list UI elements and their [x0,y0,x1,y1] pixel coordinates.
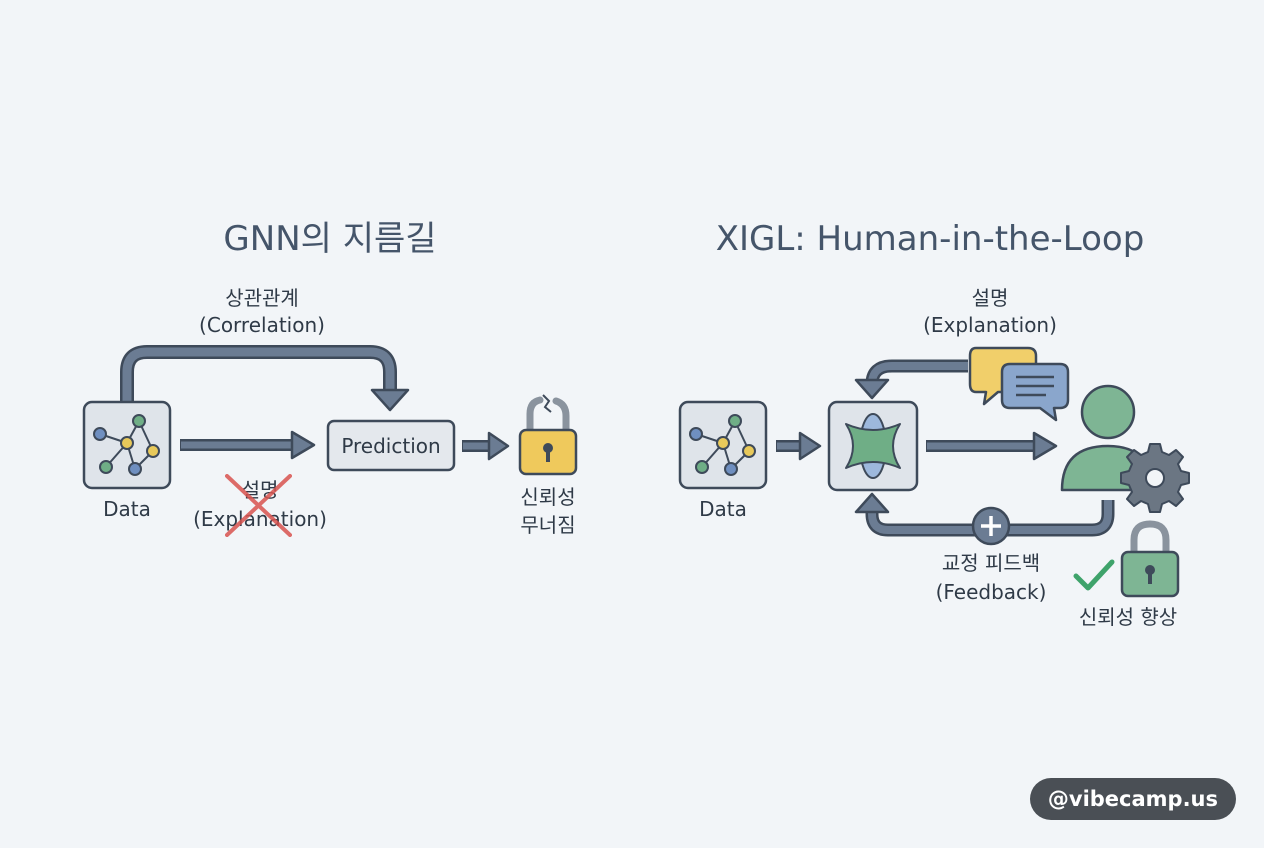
graph-network-icon [93,414,160,476]
trust-improved-label: 신뢰성 향상 [1079,605,1177,629]
right-title: XIGL: Human-in-the-Loop [716,219,1145,259]
trust-collapse-line1: 신뢰성 [520,485,575,509]
prediction-label: Prediction [341,434,440,458]
gear-icon [1120,443,1190,513]
right-explanation-ko: 설명 [972,286,1009,310]
chat-bubbles-icon [968,346,1070,422]
feedback-ko: 교정 피드백 [942,551,1040,575]
right-input-arrow [776,431,822,461]
prediction-box [326,419,456,472]
broken-lock-icon [518,394,578,476]
left-data-box [82,400,172,490]
feedback-en: (Feedback) [936,580,1047,604]
explanation-arrow [854,359,968,400]
left-title: GNN의 지름길 [223,219,436,259]
left-explanation-en: (Explanation) [193,507,327,531]
right-data-box [678,400,768,490]
right-data-label: Data [699,497,747,521]
left-correlation-en: (Correlation) [199,313,325,337]
xigl-model-box [827,400,919,492]
left-main-arrow [180,430,316,460]
left-data-label: Data [103,497,151,521]
left-correlation-ko: 상관관계 [225,286,299,310]
check-icon [1073,559,1115,591]
secure-lock-icon [1120,520,1180,598]
graph-network-icon [689,414,756,476]
watermark-badge: @vibecamp.us [1029,778,1236,820]
right-output-arrow [926,431,1058,461]
plus-icon [971,506,1011,546]
correlation-arrow [120,345,410,412]
cross-icon [225,474,292,537]
left-lock-arrow [462,431,510,461]
right-explanation-en: (Explanation) [923,313,1057,337]
trust-collapse-line2: 무너짐 [520,513,575,537]
model-icon [845,413,901,479]
